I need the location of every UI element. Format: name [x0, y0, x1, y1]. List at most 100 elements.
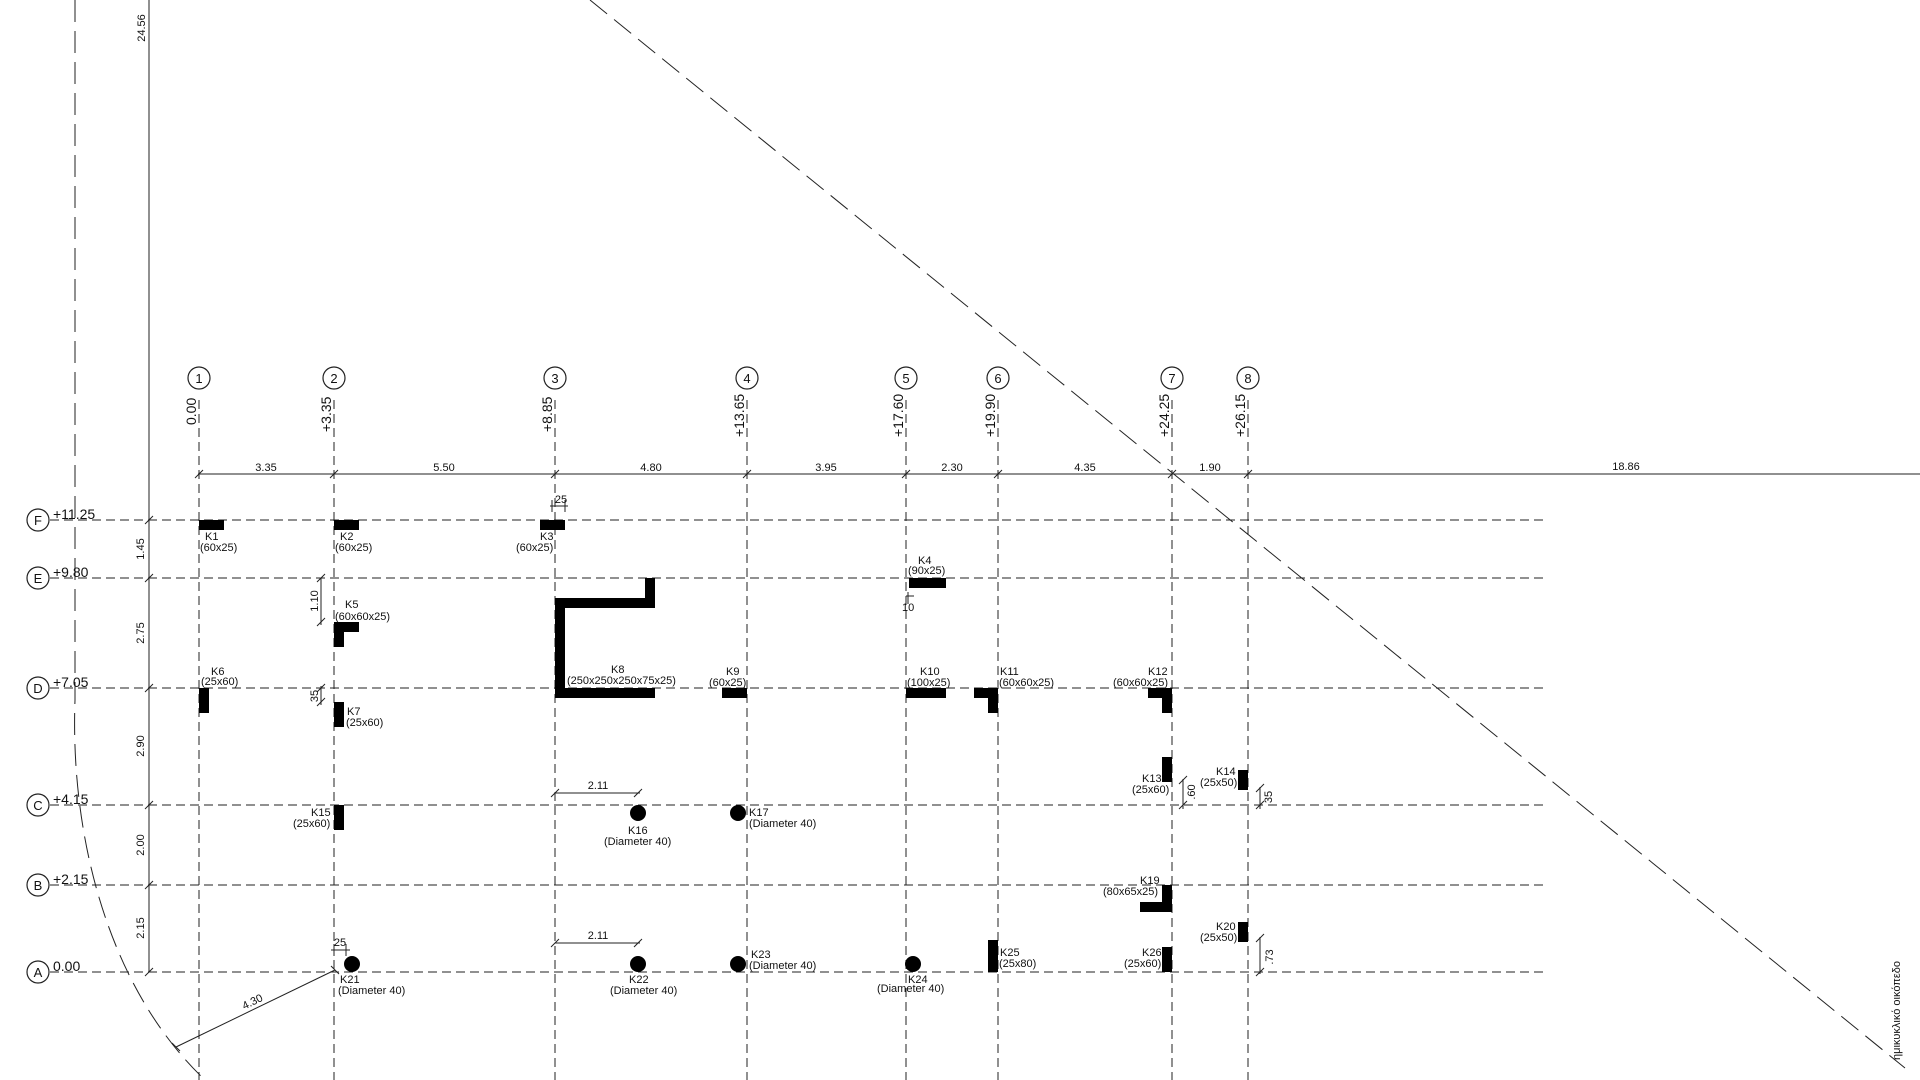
axis-bubble-B: B	[26, 873, 50, 897]
column-K21-size: (Diameter 40)	[338, 985, 405, 997]
svg-text:2.11: 2.11	[588, 930, 609, 942]
dim-v-C-B: 2.00	[135, 834, 147, 855]
column-K8[interactable]	[555, 578, 655, 698]
column-K25[interactable]	[988, 940, 998, 972]
column-K17-size: (Diameter 40)	[749, 818, 816, 830]
column-K10[interactable]	[906, 688, 946, 698]
column-K6[interactable]	[199, 688, 209, 713]
axis-level-7: +24.25	[1156, 394, 1172, 437]
column-K2-size: (60x25)	[335, 542, 372, 554]
svg-text:8: 8	[1244, 371, 1251, 386]
svg-text:6: 6	[994, 371, 1001, 386]
svg-text:25: 25	[334, 937, 346, 949]
svg-text:1.10: 1.10	[309, 590, 321, 611]
column-K15[interactable]	[334, 805, 344, 830]
column-K22-size: (Diameter 40)	[610, 985, 677, 997]
column-K5-size: (60x60x25)	[335, 611, 390, 623]
column-K9-name: K9	[726, 666, 739, 678]
vertical-dim-ticks	[144, 515, 154, 977]
column-K13-name: K13	[1142, 773, 1162, 785]
column-K7-size: (25x60)	[346, 717, 383, 729]
column-K11[interactable]	[974, 688, 998, 713]
dim-k7-offset: 35	[309, 683, 326, 707]
column-K9[interactable]	[722, 688, 747, 698]
column-K11-size: (60x60x25)	[999, 677, 1054, 689]
column-K20[interactable]	[1238, 922, 1248, 942]
svg-text:F: F	[34, 513, 42, 528]
axis-bubble-1: 1	[187, 366, 211, 390]
column-K22[interactable]	[630, 956, 646, 972]
axis-bubble-4: 4	[735, 366, 759, 390]
svg-text:2.11: 2.11	[588, 780, 609, 792]
axis-bubble-E: E	[26, 566, 50, 590]
column-K24[interactable]	[905, 956, 921, 972]
column-K19[interactable]	[1140, 885, 1172, 912]
column-K13[interactable]	[1162, 757, 1172, 782]
dim-k22-offset: 2.11	[550, 930, 643, 948]
column-K16[interactable]	[630, 805, 646, 821]
dim-h-6-7: 4.35	[1074, 462, 1095, 474]
column-K1-name: K1	[205, 531, 218, 543]
dim-h-4-5: 3.95	[815, 462, 836, 474]
svg-text:A: A	[34, 965, 43, 980]
column-K8-name: K8	[611, 664, 624, 676]
column-K3-name: K3	[540, 531, 553, 543]
svg-text:E: E	[34, 571, 43, 586]
column-K19-size: (80x65x25)	[1103, 886, 1158, 898]
svg-text:C: C	[33, 798, 42, 813]
axis-level-5: +17.60	[890, 394, 906, 437]
column-K19-name: K19	[1140, 875, 1160, 887]
svg-text:4: 4	[743, 371, 750, 386]
dim-k13-offset: .60	[1178, 775, 1198, 810]
column-K23[interactable]	[730, 956, 746, 972]
column-K12[interactable]	[1148, 688, 1172, 713]
column-K14-name: K14	[1216, 766, 1236, 778]
column-K26-name: K26	[1142, 947, 1162, 959]
column-K4[interactable]	[909, 578, 946, 588]
svg-text:2: 2	[330, 371, 337, 386]
column-K12-name: K12	[1148, 666, 1168, 678]
svg-text:1: 1	[195, 371, 202, 386]
axis-level-E: +9.80	[53, 564, 89, 580]
svg-text:.60: .60	[1186, 784, 1198, 799]
column-K14[interactable]	[1238, 770, 1248, 790]
column-K7-name: K7	[347, 706, 360, 718]
column-K4-size: (90x25)	[908, 565, 945, 577]
column-K20-name: K20	[1216, 921, 1236, 933]
column-K26[interactable]	[1162, 947, 1172, 972]
axis-bubble-D: D	[26, 676, 50, 700]
axis-level-C: +4.15	[53, 791, 89, 807]
overall-dim-top: 24.56	[136, 14, 148, 42]
svg-text:7: 7	[1168, 371, 1175, 386]
column-K21[interactable]	[344, 956, 360, 972]
dim-v-E-D: 2.75	[135, 622, 147, 643]
column-K23-size: (Diameter 40)	[749, 960, 816, 972]
svg-text:3: 3	[551, 371, 558, 386]
dim-k16-offset: 2.11	[550, 780, 643, 798]
column-K21-name: K21	[340, 974, 360, 986]
column-K6-size: (25x60)	[201, 676, 238, 688]
column-K7[interactable]	[334, 702, 344, 727]
column-K5-name: K5	[345, 599, 358, 611]
column-K25-size: (25x80)	[999, 958, 1036, 970]
column-K3-size: (60x25)	[516, 542, 553, 554]
dim-h-5-6: 2.30	[941, 462, 962, 474]
overall-dim-right: 18.86	[1612, 461, 1640, 473]
column-K3[interactable]	[540, 520, 565, 530]
axis-bubble-C: C	[26, 793, 50, 817]
dim-k5-offset: 1.10	[309, 573, 326, 627]
dim-k4-offset: 10	[902, 592, 914, 614]
dim-h-3-4: 4.80	[640, 462, 661, 474]
dim-k21-offset: 25	[331, 937, 350, 956]
column-K17[interactable]	[730, 805, 746, 821]
column-K16-size: (Diameter 40)	[604, 836, 671, 848]
svg-text:5: 5	[902, 371, 909, 386]
column-K20-size: (25x50)	[1200, 932, 1237, 944]
column-K5[interactable]	[334, 622, 359, 647]
svg-text:B: B	[34, 878, 43, 893]
axis-level-8: +26.15	[1232, 394, 1248, 437]
dim-v-D-C: 2.90	[135, 735, 147, 756]
column-K2[interactable]	[334, 520, 359, 530]
column-K1[interactable]	[199, 520, 224, 530]
